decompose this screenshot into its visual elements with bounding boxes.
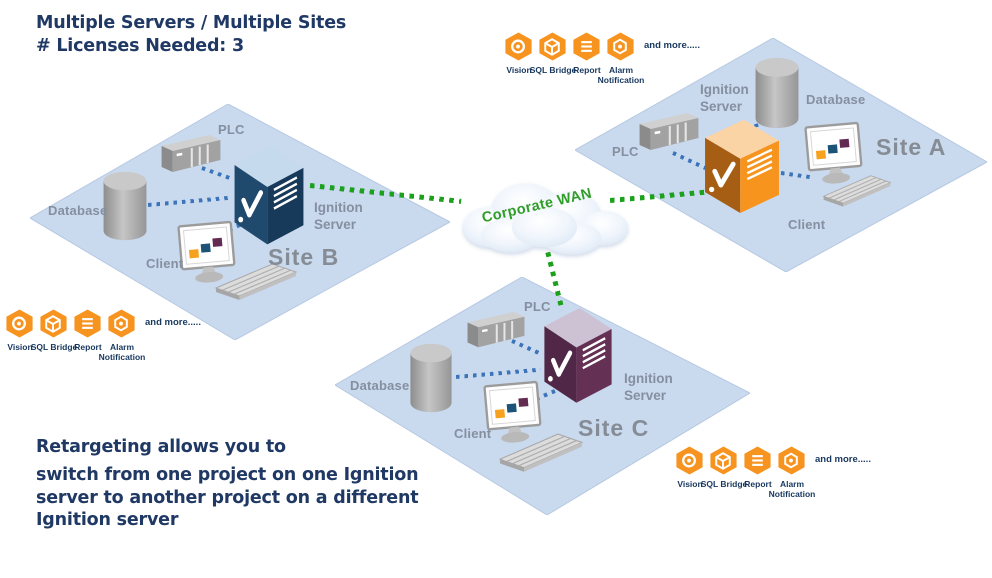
report-module-icon (74, 309, 101, 338)
modules-more-label: and more..... (644, 40, 700, 51)
sql-bridge-module-icon (40, 309, 67, 338)
alarm-notification-module-icon (108, 309, 135, 338)
report-module-icon (573, 32, 600, 61)
module-alarm-notification: Alarm Notification (99, 308, 145, 362)
site-a-plane (575, 38, 987, 272)
database-icon (755, 57, 799, 129)
sql-bridge-module-icon (710, 446, 737, 475)
module-sql-bridge: SQL Bridge (31, 308, 77, 352)
module-report: Report (72, 308, 103, 352)
module-label: Alarm Notification (768, 479, 816, 500)
ignition-server-icon (234, 145, 304, 245)
module-label: Alarm Notification (98, 342, 146, 363)
diagram-title-line1: Multiple Servers / Multiple Sites (36, 13, 347, 33)
retargeting-note: Retargeting allows you to switch from on… (36, 436, 419, 532)
keyboard-icon (822, 175, 892, 207)
vision-module-icon (676, 446, 703, 475)
module-label: Report (74, 342, 102, 352)
retargeting-note-line: Ignition server (36, 510, 179, 531)
site-name-label: Site A (876, 134, 947, 160)
module-icons-group: Vision SQL Bridge Report (4, 308, 201, 362)
module-alarm-notification: Alarm Notification (598, 31, 644, 85)
module-label: Vision (677, 479, 703, 489)
retargeting-note-line: switch from one project on one Ignition (36, 464, 419, 485)
corporate-wan-cloud (463, 183, 628, 255)
vision-module-icon (6, 309, 33, 338)
module-vision: Vision (503, 31, 534, 75)
module-label: Vision (506, 65, 532, 75)
diagram-title: Multiple Servers / Multiple Sites # Lice… (36, 12, 346, 58)
database-label: Database (350, 378, 410, 393)
plc-label: PLC (524, 299, 551, 314)
module-label: SQL Bridge (700, 479, 748, 489)
module-alarm-notification: Alarm Notification (769, 445, 815, 499)
ignition-server-label: Ignition Server (624, 371, 673, 403)
modules-more-label: and more..... (145, 317, 201, 328)
alarm-notification-module-icon (778, 446, 805, 475)
module-label: Alarm Notification (597, 65, 645, 86)
module-label: Report (744, 479, 772, 489)
licenses-needed-line: # Licenses Needed: 3 (36, 36, 244, 57)
module-icons-group: Vision SQL Bridge Report (503, 31, 700, 85)
database-icon (103, 171, 147, 241)
keyboard-icon (498, 433, 584, 472)
plc-icon (161, 135, 221, 172)
client-monitor-icon (177, 220, 236, 283)
plc-label: PLC (218, 122, 245, 137)
ignition-server-icon (544, 307, 612, 403)
keyboard-icon (214, 263, 298, 300)
retargeting-note-line: server to another project on a different (36, 487, 419, 508)
module-sql-bridge: SQL Bridge (530, 31, 576, 75)
vision-module-icon (505, 32, 532, 61)
module-label: SQL Bridge (529, 65, 577, 75)
report-module-icon (744, 446, 771, 475)
database-label: Database (806, 92, 866, 107)
module-icons-group: Vision SQL Bridge Report (674, 445, 871, 499)
module-report: Report (742, 445, 773, 489)
alarm-notification-module-icon (607, 32, 634, 61)
module-report: Report (571, 31, 602, 75)
module-sql-bridge: SQL Bridge (701, 445, 747, 489)
plc-icon (639, 113, 699, 150)
ignition-server-icon (705, 119, 779, 213)
client-label: Client (454, 426, 492, 441)
database-label: Database (48, 203, 108, 218)
sql-bridge-module-icon (539, 32, 566, 61)
module-vision: Vision (4, 308, 35, 352)
client-monitor-icon (483, 380, 542, 443)
ignition-server-label: Ignition Server (700, 82, 749, 114)
retargeting-note-line: Retargeting allows you to (36, 437, 286, 457)
client-label: Client (146, 256, 184, 271)
plc-label: PLC (612, 144, 639, 159)
module-label: Report (573, 65, 601, 75)
modules-more-label: and more..... (815, 454, 871, 465)
site-name-label: Site C (578, 415, 650, 441)
module-label: Vision (7, 342, 33, 352)
module-vision: Vision (674, 445, 705, 489)
ignition-server-label: Ignition Server (314, 200, 363, 232)
plc-icon (467, 311, 525, 348)
module-label: SQL Bridge (30, 342, 78, 352)
client-monitor-icon (804, 121, 863, 184)
database-icon (410, 343, 452, 413)
site-name-label: Site B (268, 244, 340, 270)
client-label: Client (788, 217, 826, 232)
